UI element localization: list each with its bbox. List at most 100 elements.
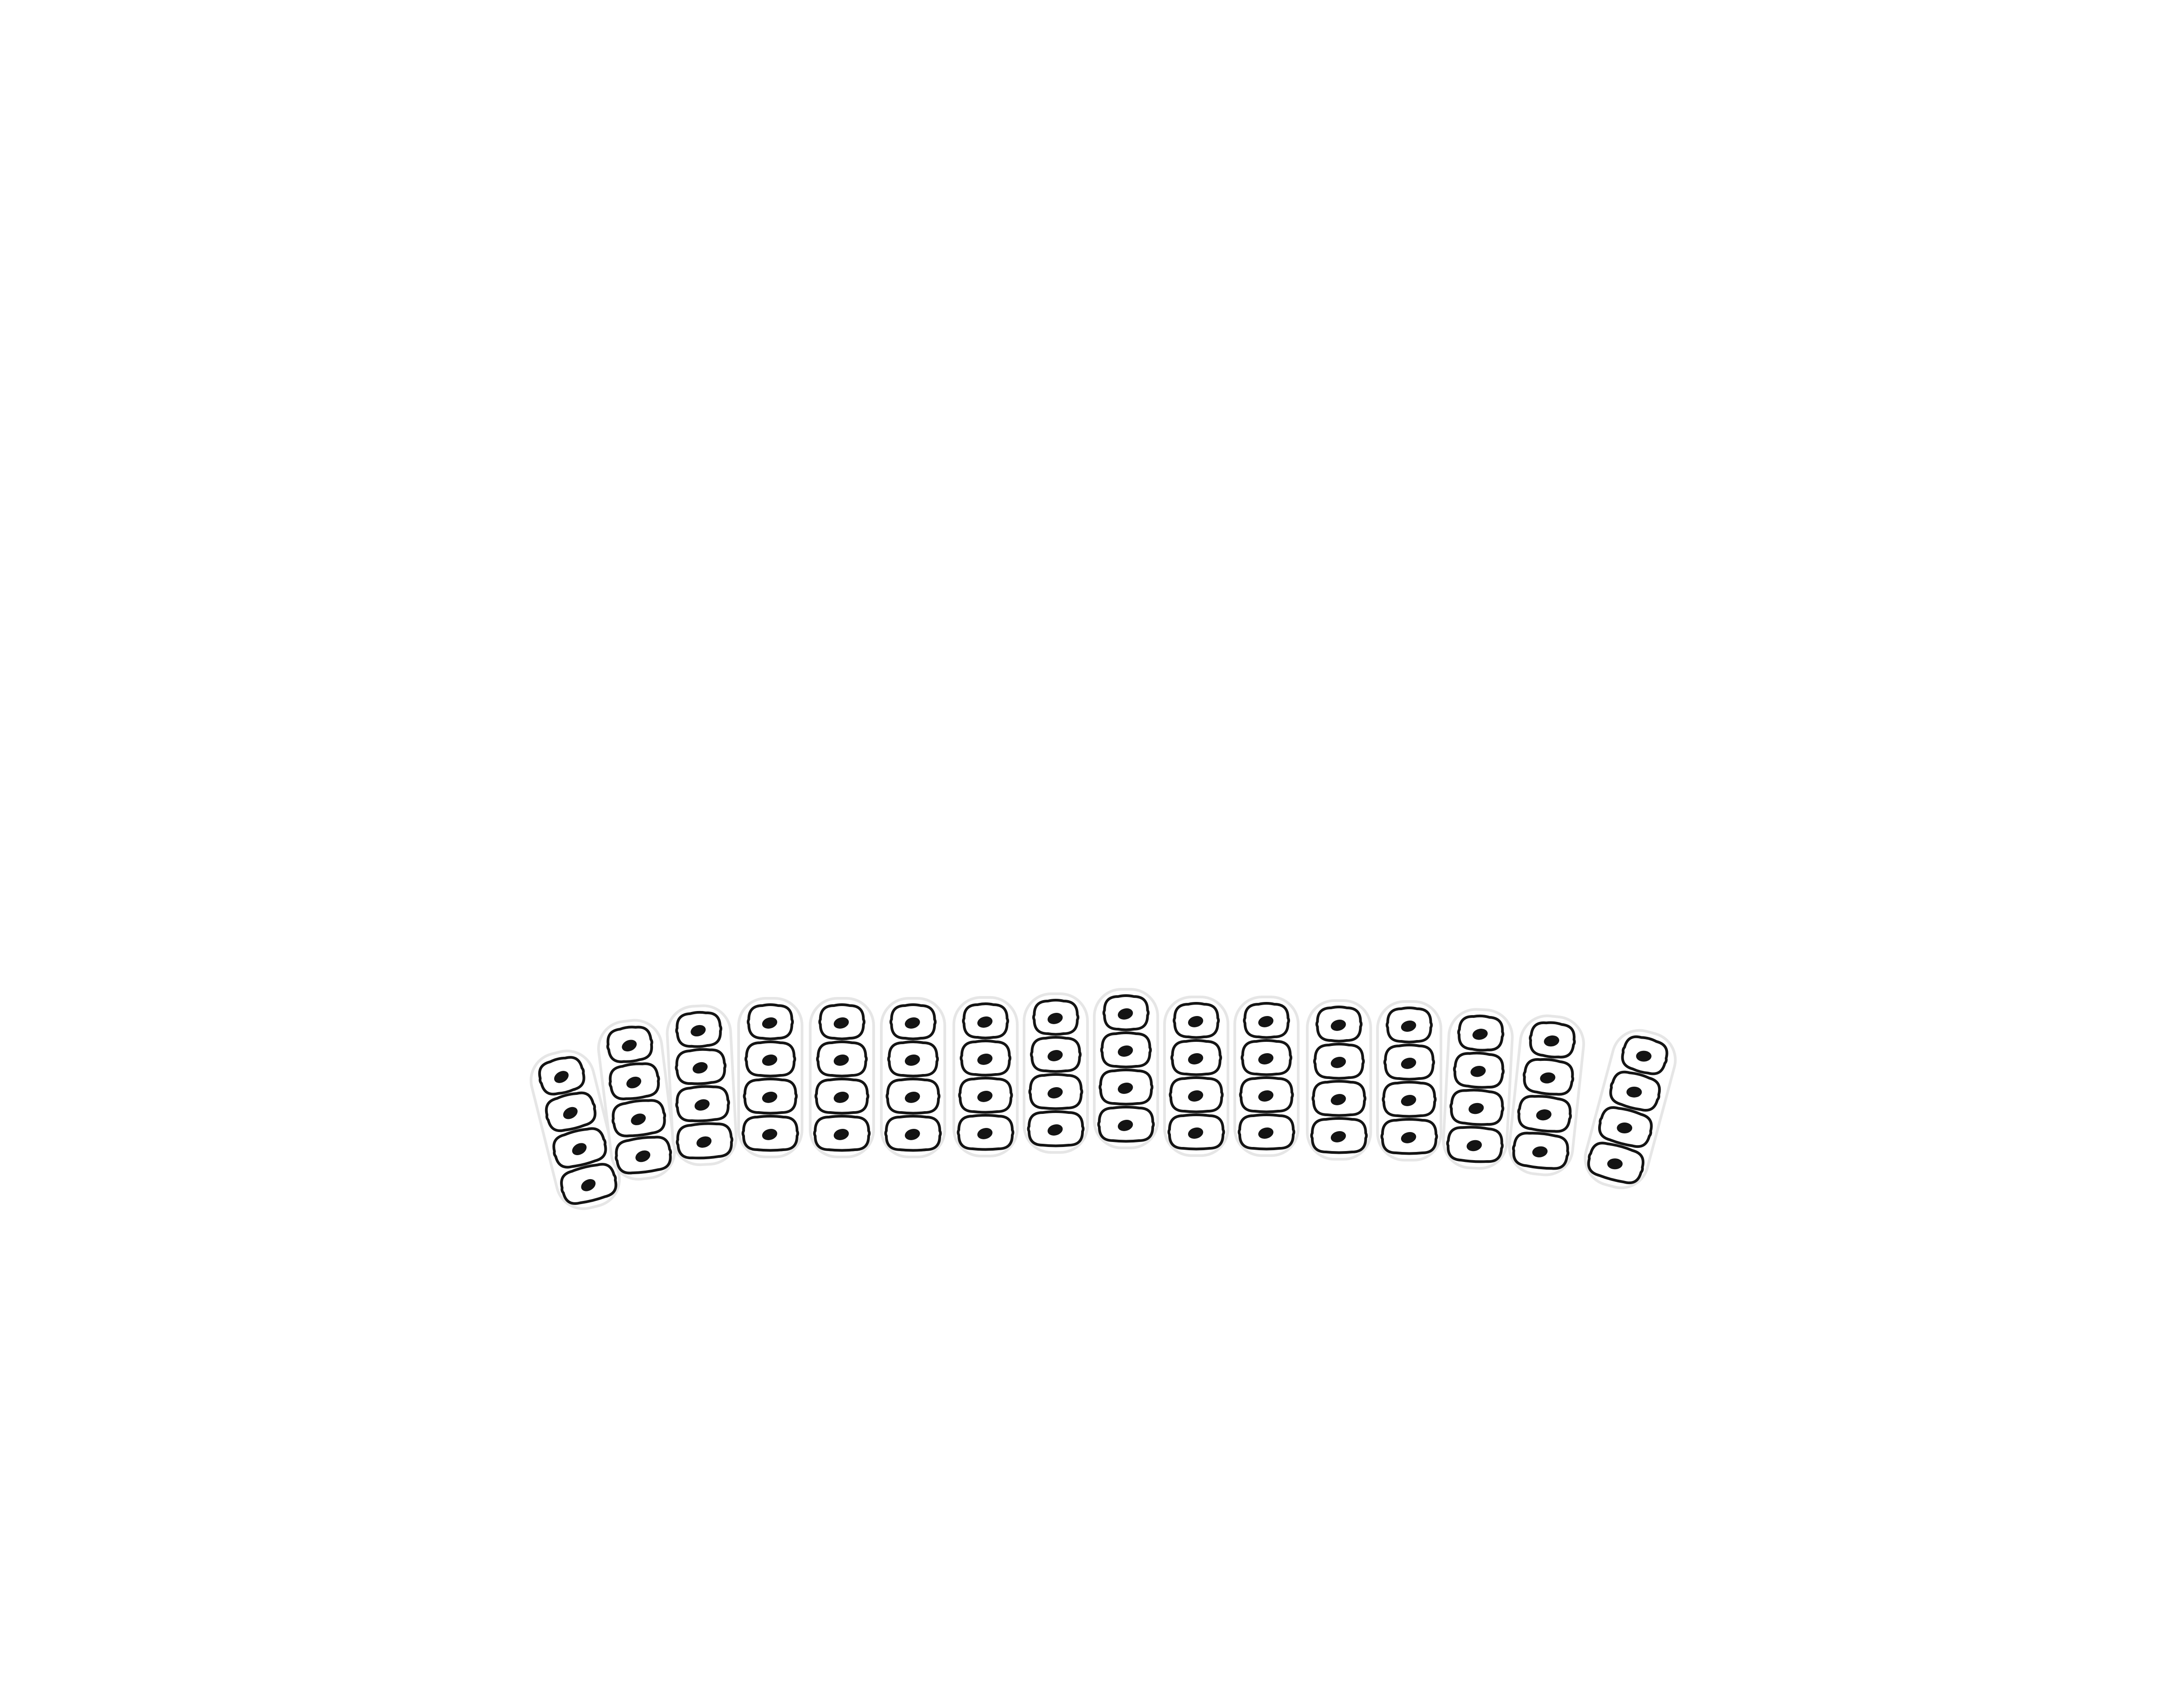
cell-column [809, 997, 875, 1158]
cell-nucleus [904, 1017, 920, 1029]
cell-nucleus [977, 1054, 993, 1065]
cell [1032, 999, 1079, 1036]
cell-nucleus [1466, 1140, 1482, 1152]
cell [818, 1003, 865, 1040]
cell-nucleus [581, 1179, 596, 1191]
cell [958, 1077, 1013, 1114]
cell [1239, 1076, 1294, 1113]
cell-nucleus [1626, 1086, 1642, 1098]
cell [1598, 1106, 1653, 1148]
cell-nucleus [1117, 1083, 1133, 1094]
cell-column [952, 996, 1019, 1157]
cell [1522, 1058, 1575, 1096]
cell [741, 1115, 799, 1152]
cell-nucleus [833, 1055, 849, 1066]
cell [545, 1091, 597, 1132]
cell-nucleus [1047, 1087, 1063, 1098]
cell [1380, 1118, 1438, 1155]
cell-nucleus [762, 1092, 778, 1103]
cell [889, 1003, 937, 1040]
cell-nucleus [1258, 1127, 1274, 1139]
cell-column [1376, 1000, 1442, 1161]
cell [816, 1040, 868, 1078]
cell [675, 1048, 727, 1085]
cell-nucleus [1536, 1109, 1552, 1121]
cell-nucleus [696, 1136, 712, 1148]
cell-nucleus [904, 1055, 920, 1066]
cell [552, 1127, 607, 1169]
cell [884, 1115, 942, 1152]
cell [676, 1122, 734, 1160]
cell [1102, 994, 1150, 1031]
cell-nucleus [563, 1107, 578, 1119]
cell [1241, 1039, 1292, 1076]
cell-column [1163, 996, 1229, 1157]
cell-column [1306, 999, 1372, 1161]
cell-column [1584, 1029, 1677, 1190]
cell [675, 1011, 723, 1048]
cell [560, 1163, 618, 1205]
cell-nucleus [1472, 1029, 1488, 1040]
cell [1313, 1043, 1365, 1080]
cell-nucleus [1330, 1020, 1346, 1031]
cell-nucleus [833, 1017, 849, 1029]
cell-nucleus [1330, 1057, 1346, 1068]
cell-nucleus [635, 1150, 651, 1162]
cell-nucleus [1117, 1045, 1133, 1057]
cell-nucleus [762, 1129, 778, 1140]
cell-nucleus [762, 1017, 778, 1029]
cell [1100, 1031, 1152, 1069]
cell [1167, 1113, 1225, 1151]
cell [1097, 1106, 1155, 1143]
cell-columns [529, 988, 1677, 1210]
cell-nucleus [1470, 1065, 1486, 1077]
cell-nucleus [977, 1091, 993, 1102]
cell [1173, 1002, 1220, 1039]
cell-nucleus [1188, 1090, 1204, 1102]
cell-nucleus [1617, 1123, 1633, 1134]
cell [743, 1078, 798, 1115]
cell [962, 1002, 1009, 1040]
cell-nucleus [1188, 1053, 1204, 1064]
cell [1529, 1021, 1576, 1059]
cell [1386, 1006, 1433, 1044]
cell [1237, 1113, 1295, 1151]
cell [744, 1040, 796, 1078]
cell [1311, 1080, 1367, 1117]
cell-nucleus [1540, 1072, 1556, 1084]
cell-nucleus [626, 1076, 642, 1089]
cell-nucleus [833, 1092, 849, 1103]
cell-column [1093, 988, 1159, 1149]
cell-nucleus [1636, 1050, 1652, 1062]
cell [813, 1115, 871, 1152]
cell-nucleus [1117, 1120, 1133, 1131]
cell-nucleus [1468, 1103, 1484, 1114]
cell-column [1508, 1014, 1585, 1176]
cell-column [1023, 992, 1089, 1154]
cell-nucleus [1258, 1016, 1274, 1027]
cell-nucleus [1258, 1090, 1274, 1102]
cell [1621, 1035, 1668, 1075]
cell [1169, 1076, 1224, 1113]
cell [814, 1078, 870, 1115]
cell-nucleus [692, 1062, 708, 1074]
cell-nucleus [1047, 1050, 1063, 1061]
cell [1028, 1073, 1083, 1110]
cell-column [597, 1019, 676, 1181]
cell [1457, 1014, 1504, 1052]
cell-nucleus [1330, 1094, 1346, 1105]
cell [957, 1114, 1015, 1151]
cell [887, 1040, 939, 1078]
cell-nucleus [631, 1113, 646, 1125]
cell [1027, 1110, 1085, 1147]
cell [1517, 1095, 1572, 1133]
cell-column [666, 1004, 738, 1166]
cell [1310, 1117, 1368, 1154]
cell-nucleus [1258, 1053, 1274, 1064]
cell-column [880, 997, 946, 1158]
cell [960, 1040, 1011, 1077]
cell-column [1233, 996, 1300, 1157]
cell-nucleus [1544, 1035, 1560, 1047]
